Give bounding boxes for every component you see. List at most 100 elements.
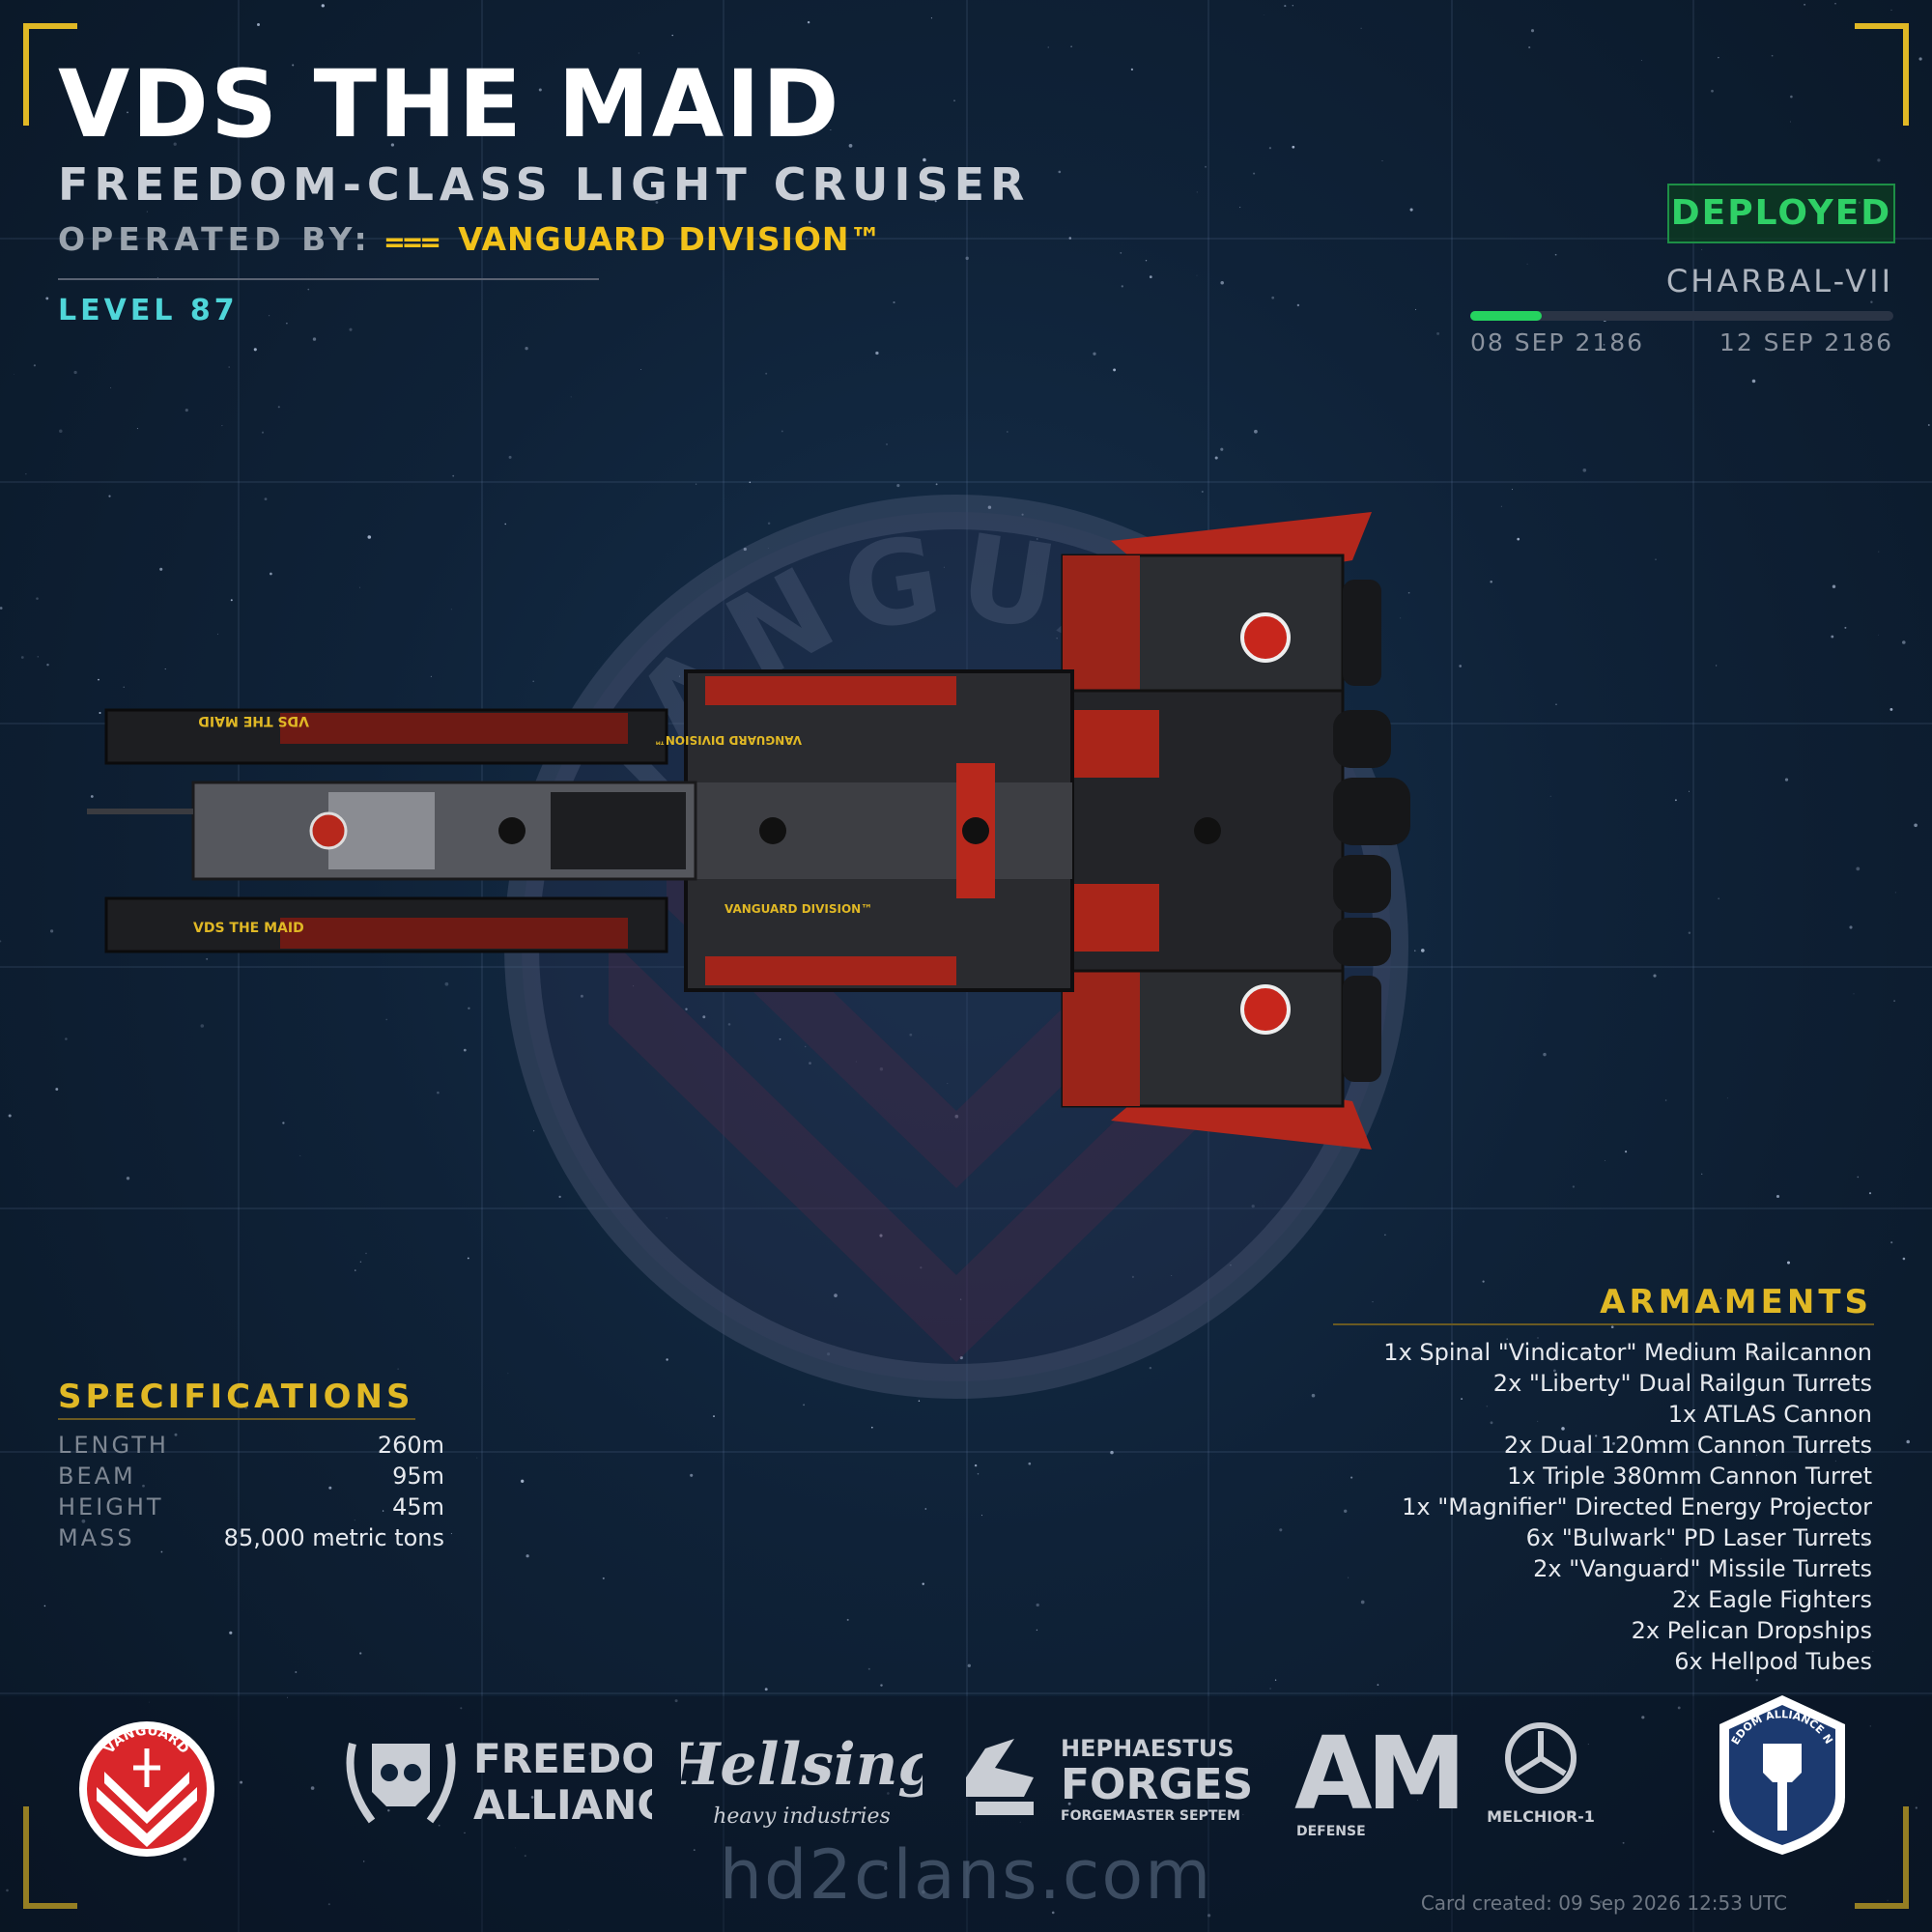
star	[1789, 1661, 1793, 1664]
star	[49, 929, 54, 933]
grid-line	[0, 238, 1932, 240]
star	[1254, 429, 1258, 434]
spec-value: 260m	[377, 1432, 444, 1459]
star	[505, 1814, 507, 1816]
star	[390, 143, 395, 147]
star	[123, 686, 125, 688]
star	[359, 1652, 362, 1655]
star	[1914, 823, 1918, 828]
star	[1641, 1716, 1645, 1719]
star	[690, 1473, 694, 1477]
star	[1067, 1802, 1071, 1805]
star	[0, 940, 2, 943]
star	[1360, 1600, 1365, 1605]
star	[1145, 259, 1148, 262]
star	[1036, 538, 1038, 540]
star	[1718, 897, 1720, 900]
star	[1490, 580, 1492, 583]
armament-item: 6x "Bulwark" PD Laser Turrets	[1525, 1524, 1872, 1551]
star	[1131, 1275, 1134, 1278]
star	[1058, 170, 1062, 174]
star	[809, 1062, 811, 1065]
star	[1689, 790, 1690, 792]
star	[1755, 1679, 1758, 1682]
star	[490, 190, 492, 192]
star	[1461, 1398, 1463, 1401]
star	[1603, 343, 1605, 346]
corner-bracket	[23, 1806, 77, 1909]
star	[616, 1768, 619, 1771]
star	[1849, 925, 1853, 929]
star	[1500, 505, 1502, 507]
star	[146, 211, 148, 213]
star	[954, 1114, 959, 1119]
star	[507, 1373, 509, 1375]
star	[277, 406, 280, 409]
star	[1482, 1280, 1485, 1283]
star	[1832, 584, 1836, 588]
star	[142, 1484, 145, 1488]
star	[1834, 2, 1836, 5]
star	[1253, 172, 1256, 175]
star	[1927, 424, 1930, 426]
star	[602, 1577, 605, 1579]
star	[918, 1400, 921, 1402]
star	[1701, 1173, 1703, 1175]
star	[200, 1024, 205, 1028]
star	[1274, 1679, 1277, 1681]
star	[1625, 1151, 1628, 1153]
star	[110, 386, 112, 388]
star	[934, 200, 937, 203]
star	[1220, 447, 1224, 451]
star	[896, 484, 900, 488]
star	[99, 711, 101, 715]
star	[467, 1257, 469, 1260]
star	[930, 17, 932, 19]
star	[43, 1605, 46, 1607]
star	[1622, 1841, 1625, 1844]
armaments-divider	[1333, 1323, 1874, 1325]
star	[803, 1404, 806, 1406]
star	[359, 1261, 362, 1263]
hellsing-logo: Hellsing heavy industries	[681, 1731, 923, 1829]
star	[359, 586, 361, 588]
star	[805, 1045, 807, 1048]
star	[1201, 490, 1204, 494]
star	[164, 668, 166, 670]
star	[980, 1515, 982, 1517]
star	[767, 548, 769, 549]
operator-name: VANGUARD DIVISION™	[458, 220, 883, 258]
star	[1130, 68, 1134, 71]
star	[538, 88, 542, 92]
star	[1889, 707, 1893, 711]
star	[1786, 1261, 1791, 1264]
star	[6, 1889, 9, 1892]
star	[73, 370, 77, 375]
freedom-alliance-text: FREEDOM	[473, 1735, 652, 1782]
star	[156, 277, 158, 279]
footer-band	[0, 1696, 1932, 1932]
website-watermark: hd2clans.com	[719, 1835, 1213, 1915]
star	[923, 157, 926, 162]
star	[1599, 1900, 1603, 1904]
operated-by-label: OPERATED BY:	[58, 220, 372, 258]
star	[1179, 1782, 1181, 1784]
star	[530, 1796, 534, 1799]
star	[1537, 1337, 1539, 1339]
star	[1196, 191, 1198, 193]
star	[328, 1486, 332, 1490]
star	[46, 663, 49, 667]
star	[521, 1479, 525, 1483]
armament-item: 1x "Magnifier" Directed Energy Projector	[1402, 1493, 1872, 1520]
spec-label: HEIGHT	[58, 1493, 164, 1520]
star	[879, 1234, 883, 1237]
armament-item: 2x Dual 120mm Cannon Turrets	[1503, 1432, 1872, 1459]
star	[230, 599, 233, 602]
star	[1528, 46, 1531, 49]
star	[875, 351, 879, 355]
star	[1857, 1176, 1860, 1179]
hephaestus-text: FORGES	[1061, 1760, 1253, 1809]
star	[321, 4, 325, 8]
star	[437, 1091, 440, 1094]
